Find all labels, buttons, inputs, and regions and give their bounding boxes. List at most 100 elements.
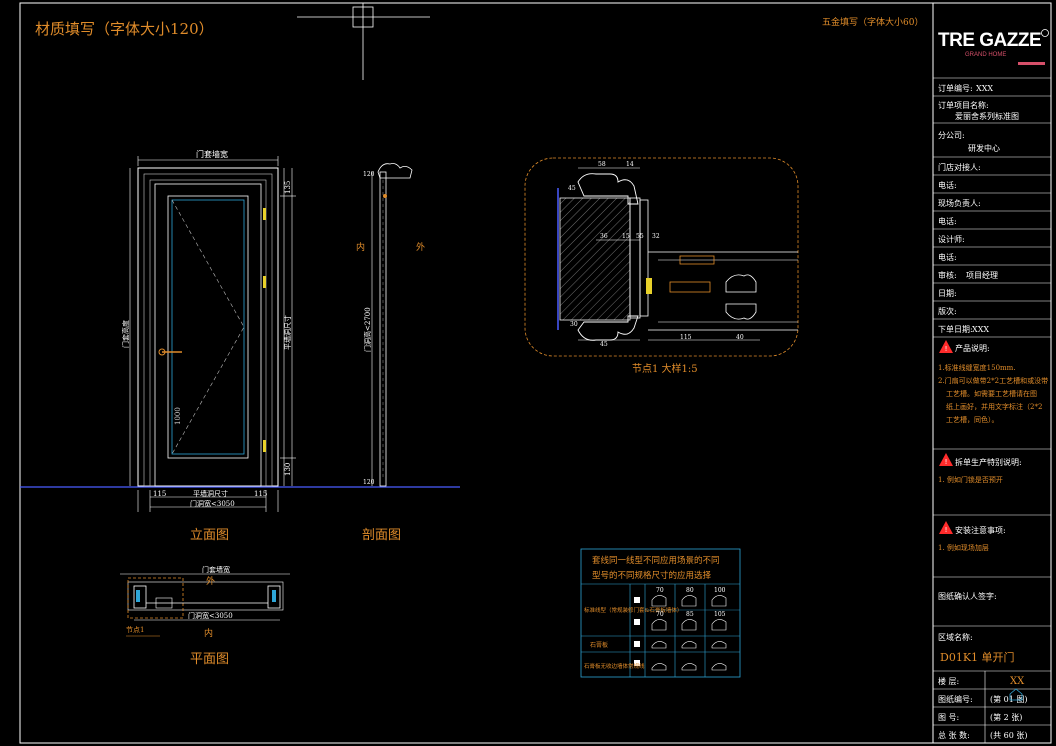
dim-sec-top: 120 bbox=[363, 171, 375, 178]
dim-top-135: 135 bbox=[284, 181, 292, 194]
plan-inside-label: 内 bbox=[204, 627, 213, 639]
project-value: 爱丽舍系列标准图 bbox=[955, 111, 1019, 121]
phone3-label: 电话: bbox=[938, 252, 957, 262]
svg-text:!: ! bbox=[945, 345, 948, 353]
plan-node-tag: 节点1 bbox=[126, 626, 144, 634]
brand-bar bbox=[1018, 62, 1045, 65]
dim-side-115b: 115 bbox=[254, 490, 267, 498]
registered-mark-icon bbox=[1041, 29, 1049, 37]
node-detail bbox=[524, 157, 799, 357]
install-note-text: 1. 例如现场加层 bbox=[938, 543, 989, 552]
plan-outside-label: 外 bbox=[206, 575, 215, 587]
issue-date-label: 下单日期: bbox=[938, 324, 973, 334]
plan-dim-wall-width: 门套墙宽 bbox=[202, 565, 230, 574]
order-no-label: 订单编号: bbox=[938, 83, 973, 93]
node-dim-40: 40 bbox=[736, 334, 744, 341]
version-label: 版次: bbox=[938, 306, 957, 316]
product-note-line-2: 2.门扇可以做带2*2工艺槽和或没带 bbox=[938, 376, 1048, 385]
hardware-note: 五金填写（字体大小60） bbox=[822, 16, 923, 28]
phone1-label: 电话: bbox=[938, 180, 957, 190]
dim-height-net: 平墙洞尺寸 bbox=[283, 315, 292, 350]
total-label: 总 张 数: bbox=[938, 730, 970, 740]
floor-value: XX bbox=[1010, 676, 1025, 687]
designer-label: 设计师: bbox=[938, 234, 965, 244]
node-dim-labels: 58 14 45 36 55 15 32 115 40 30 45 bbox=[568, 161, 744, 348]
product-note-line-3: 工艺槽。如需要工艺槽请在图 bbox=[946, 389, 1037, 398]
contact-label: 门店对接人: bbox=[938, 162, 981, 172]
dim-total-height: 门套高度 bbox=[121, 320, 130, 348]
node-title: 节点1 大样1:5 bbox=[632, 362, 698, 375]
node-dim-30: 30 bbox=[570, 321, 578, 328]
product-note-line-1: 1.标准线缝宽度150mm. bbox=[938, 363, 1016, 372]
sheet-no-label: 图 号: bbox=[938, 713, 959, 722]
phone2-label: 电话: bbox=[938, 216, 957, 226]
dim-bottom-130: 130 bbox=[284, 463, 292, 476]
review-label: 审核: bbox=[938, 270, 957, 280]
issue-date-value: XXX bbox=[972, 325, 989, 334]
drawing-no-value: (第 01 图) bbox=[990, 694, 1028, 704]
dim-panel-1000: 1000 bbox=[174, 407, 182, 425]
order-no-value: XXX bbox=[976, 84, 993, 93]
node-dim-14: 14 bbox=[626, 161, 634, 168]
brand-logo-sub: GRAND HOME bbox=[965, 52, 1006, 58]
node-dim-115: 115 bbox=[680, 334, 692, 341]
view-elevation-label: 立面图 bbox=[190, 528, 229, 543]
sheet-no-value: (第 2 张) bbox=[990, 712, 1022, 722]
company-label: 分公司: bbox=[938, 131, 965, 140]
home-icon bbox=[1009, 688, 1023, 701]
site-label: 现场负责人: bbox=[938, 198, 981, 208]
plan-view bbox=[120, 573, 290, 637]
node-dim-55: 55 bbox=[636, 233, 644, 240]
section-outside-label: 外 bbox=[416, 241, 425, 253]
node-dim-32: 32 bbox=[652, 233, 660, 240]
split-note-warning-icon bbox=[939, 453, 953, 466]
svg-text:!: ! bbox=[945, 458, 948, 466]
table-row-2-label: 石膏板 bbox=[590, 641, 608, 649]
date-label: 日期: bbox=[938, 289, 957, 298]
drawing-no-label: 图纸编号: bbox=[938, 694, 973, 704]
view-plan-label: 平面图 bbox=[190, 652, 229, 667]
table-val-5: 85 bbox=[686, 611, 694, 618]
total-value: (共 60 张) bbox=[990, 731, 1028, 740]
split-note-title: 拆单生产特别说明: bbox=[955, 457, 1022, 467]
node-dim-45: 45 bbox=[568, 185, 576, 192]
install-note-warning-icon bbox=[939, 521, 953, 534]
title-block-lines bbox=[933, 77, 1051, 743]
title-block-fields: 订单编号: XXX 订单项目名称: 爱丽舍系列标准图 分公司: 研发中心 门店对… bbox=[938, 83, 1019, 334]
brand-logo: TRE GAZZE bbox=[938, 30, 1041, 51]
area-value: D01K1 单开门 bbox=[940, 650, 1015, 664]
sheet-info: 楼 层: XX 图纸编号: (第 01 图) 图 号: (第 2 张) 总 张 … bbox=[938, 676, 1028, 740]
plan-dim-hole-width: 门洞宽<3050 bbox=[188, 611, 233, 620]
area-label: 区域名称: bbox=[938, 632, 973, 642]
product-note-line-5: 工艺槽，同色）。 bbox=[946, 415, 999, 424]
drawing-frame bbox=[19, 2, 1052, 744]
install-note-title: 安装注意事项: bbox=[955, 525, 1006, 535]
table-row-3-label: 石膏板无收边墙体常规线 bbox=[584, 662, 645, 670]
section-inside-label: 内 bbox=[356, 241, 365, 253]
floor-label: 楼 层: bbox=[938, 676, 959, 686]
company-value: 研发中心 bbox=[968, 143, 1000, 153]
node-dim-36: 36 bbox=[600, 233, 608, 240]
selection-table bbox=[580, 548, 741, 678]
project-label: 订单项目名称: bbox=[938, 100, 989, 110]
crosshair-cursor-icon[interactable] bbox=[297, 3, 430, 80]
dim-net-width: 平墙洞尺寸 bbox=[193, 489, 228, 498]
dim-sec-bottom: 120 bbox=[363, 479, 375, 486]
table-val-1: 70 bbox=[656, 587, 664, 594]
split-note-text: 1. 例如门锁是否预开 bbox=[938, 475, 1003, 484]
table-val-2: 80 bbox=[686, 587, 694, 594]
section-view bbox=[371, 163, 413, 487]
node-dim-45b: 45 bbox=[600, 341, 608, 348]
svg-text:!: ! bbox=[945, 526, 948, 534]
dim-hole-height: 门洞高<2700 bbox=[363, 307, 372, 352]
product-notes: 1.标准线缝宽度150mm. 2.门扇可以做带2*2工艺槽和或没带 工艺槽。如需… bbox=[938, 363, 1048, 424]
view-section-label: 剖面图 bbox=[362, 528, 401, 543]
table-title-2: 型号的不同规格尺寸的应用选择 bbox=[592, 570, 712, 581]
product-note-line-4: 纸上画好，并用文字标注（2*2 bbox=[946, 402, 1042, 411]
table-title-1: 套线同一线型不同应用场景的不同 bbox=[592, 555, 720, 566]
product-note-warning-icon bbox=[939, 340, 953, 353]
dim-hole-width: 门洞宽<3050 bbox=[190, 499, 235, 508]
confirm-label: 图纸确认人签字: bbox=[938, 591, 997, 601]
table-val-6: 105 bbox=[714, 611, 726, 618]
